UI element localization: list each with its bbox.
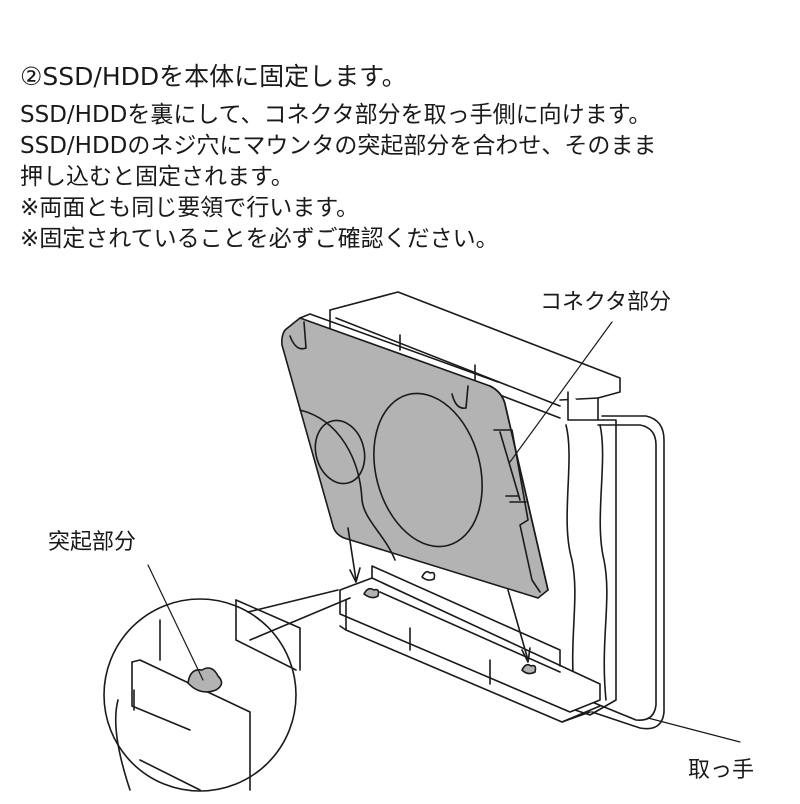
note-line: ※固定されていることを必ずご確認ください。 bbox=[20, 226, 499, 252]
connector-label: コネクタ部分 bbox=[540, 290, 672, 315]
note-line: ※両面とも同じ要領で行います。 bbox=[20, 195, 359, 221]
mounting-illustration: コネクタ部分 突起部分 取っ手 bbox=[0, 270, 800, 800]
protrusions bbox=[363, 570, 537, 675]
instruction-line: SSD/HDDのネジ穴にマウンタの突起部分を合わせ、そのまま bbox=[20, 133, 657, 159]
instruction-line: 押し込むと固定されます。 bbox=[20, 164, 294, 190]
handle-label: 取っ手 bbox=[688, 758, 755, 783]
step-title: ②SSD/HDDを本体に固定します。 bbox=[20, 62, 407, 91]
instruction-line: SSD/HDDを裏にして、コネクタ部分を取っ手側に向けます。 bbox=[20, 102, 652, 128]
detail-zoom-circle bbox=[103, 589, 351, 792]
insertion-arrows bbox=[347, 527, 531, 663]
leader-lines bbox=[147, 321, 741, 743]
instructions: ②SSD/HDDを本体に固定します。 SSD/HDDを裏にして、コネクタ部分を取… bbox=[20, 60, 790, 255]
protrusion-label: 突起部分 bbox=[48, 530, 137, 555]
